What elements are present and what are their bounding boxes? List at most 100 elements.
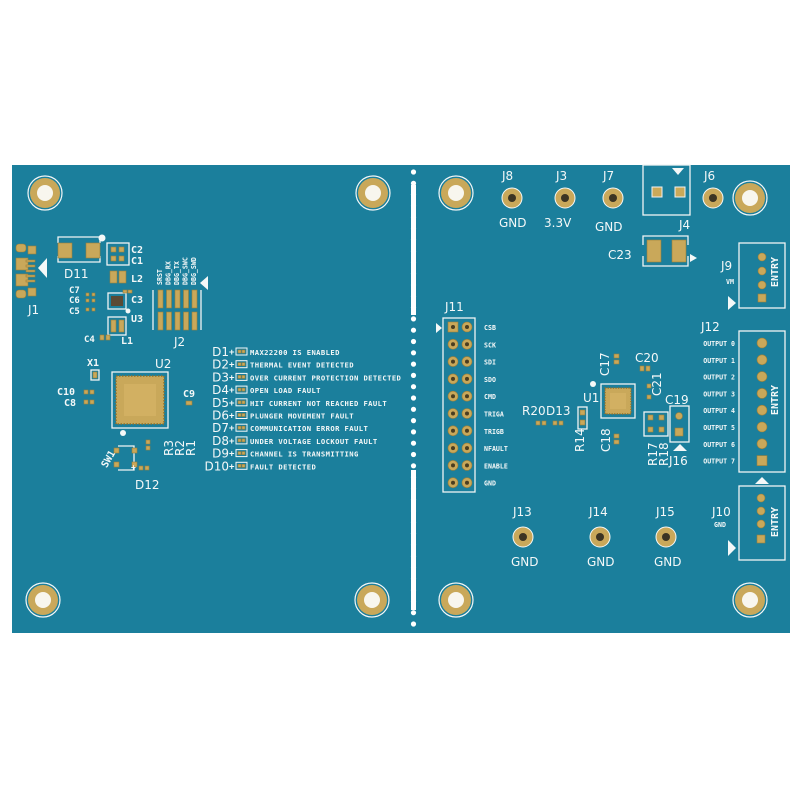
label-C7: C7 [69, 286, 80, 296]
label-J14: J14 [588, 505, 608, 519]
pin-hole [451, 463, 455, 468]
led-outline [235, 385, 248, 394]
terminal-pin [756, 404, 768, 416]
label-J7-net: GND [595, 220, 623, 234]
led-outline [235, 449, 248, 458]
label-U1: U1 [583, 391, 599, 405]
led-pad [241, 413, 246, 417]
label-C20: C20 [635, 351, 659, 365]
connector-J9: ENTRY J9 VM [720, 242, 786, 310]
led-polarity-mark: + [229, 450, 235, 460]
led-designator: D3 [212, 370, 229, 384]
led-outline [235, 347, 248, 356]
label-J16: J16 [668, 454, 688, 468]
v-score-hole [410, 372, 417, 378]
led-outline [235, 398, 248, 407]
pin-hole [451, 342, 455, 347]
led-outline [235, 372, 248, 381]
v-score-hole [410, 384, 417, 390]
label-R17: R17 [646, 442, 660, 466]
debug-pad [191, 311, 198, 331]
mounting-hole-ring [355, 175, 391, 211]
caps-C5-C7 [85, 292, 96, 312]
pin-hole [465, 411, 469, 416]
led-pad [241, 400, 246, 405]
label-J4: J4 [678, 218, 690, 232]
cap-C23: C23 [608, 235, 697, 267]
output-label: OUTPUT 3 [703, 390, 735, 398]
pin-hole [451, 376, 455, 381]
v-score-hole [410, 192, 417, 198]
label-J10-entry: ENTRY [770, 507, 781, 537]
label-J9-net: VM [726, 278, 734, 286]
label-C8: C8 [64, 398, 76, 409]
led-description: THERMAL EVENT DETECTED [250, 361, 354, 370]
test-point-hole [609, 194, 617, 202]
output-label: OUTPUT 7 [703, 458, 735, 466]
led-polarity-mark: + [229, 399, 235, 409]
label-J10-net: GND [714, 521, 726, 529]
mounting-hole-ring [438, 582, 474, 618]
led-designator: D5 [212, 396, 229, 410]
inductor-L1: L1 [107, 316, 133, 347]
header-J11: J11 CSBSCKSDISDOCMDTRIGATRIGBNFAULTENABL… [436, 300, 508, 493]
debug-pin-label: DBG_SWC [182, 257, 190, 285]
led-description: OVER CURRENT PROTECTION DETECTED [250, 373, 401, 382]
led-pad [237, 362, 242, 367]
test-point-hole [709, 194, 717, 202]
pin-hole [465, 428, 469, 433]
test-points [501, 187, 724, 548]
led-pad [241, 425, 246, 430]
output-label: OUTPUT 5 [703, 424, 735, 432]
label-R2: R2 [173, 440, 187, 456]
led-pad [237, 400, 242, 405]
v-score-hole [410, 327, 417, 333]
resistors-R1-R3: R3 R2 R1 [145, 439, 198, 456]
debug-pad [183, 289, 189, 309]
mounting-hole-ring [732, 180, 768, 216]
v-score-hole [410, 203, 417, 209]
header-pin-label: TRIGB [484, 428, 504, 436]
label-J3-net: 3.3V [544, 216, 572, 230]
led-pad [237, 349, 242, 354]
test-point-hole [508, 194, 516, 202]
v-score-hole [410, 361, 417, 367]
header-pin-label: TRIGA [484, 411, 504, 419]
label-L2: L2 [131, 274, 143, 285]
led-designator: D9 [212, 447, 229, 461]
led-pad [237, 375, 242, 379]
led-description: COMMUNICATION ERROR FAULT [250, 424, 368, 433]
debug-pin-label: DBG_TX [173, 261, 181, 285]
v-score-hole [410, 350, 417, 356]
v-score-hole [410, 214, 417, 220]
terminal-pin [756, 354, 768, 366]
label-J7: J7 [602, 169, 614, 183]
pin-hole [465, 325, 469, 329]
label-C2: C2 [131, 245, 143, 256]
debug-pad [191, 289, 198, 309]
header-pin-label: NFAULT [484, 445, 508, 453]
diode-D11: D11 [57, 234, 106, 281]
label-J11: J11 [444, 300, 464, 314]
mounting-hole [37, 185, 53, 201]
led-description: PLUNGER MOVEMENT FAULT [250, 412, 354, 421]
pin-hole [465, 446, 469, 451]
mounting-hole-ring [354, 582, 390, 618]
led-pad [237, 463, 242, 468]
header-pin-label: ENABLE [484, 462, 508, 470]
pin-hole [451, 394, 455, 399]
label-J8: J8 [501, 169, 513, 183]
label-C10: C10 [57, 387, 75, 398]
pin-hole [465, 394, 469, 399]
pin-hole [465, 463, 469, 468]
label-C19: C19 [665, 393, 689, 407]
led-polarity-mark: + [229, 386, 235, 396]
label-C21: C21 [650, 372, 664, 396]
header-pin-label: SDO [484, 376, 496, 384]
label-U3: U3 [131, 314, 143, 325]
led-pad [237, 387, 242, 392]
led-polarity-mark: + [229, 437, 235, 447]
header-pin-label: GND [484, 480, 496, 488]
